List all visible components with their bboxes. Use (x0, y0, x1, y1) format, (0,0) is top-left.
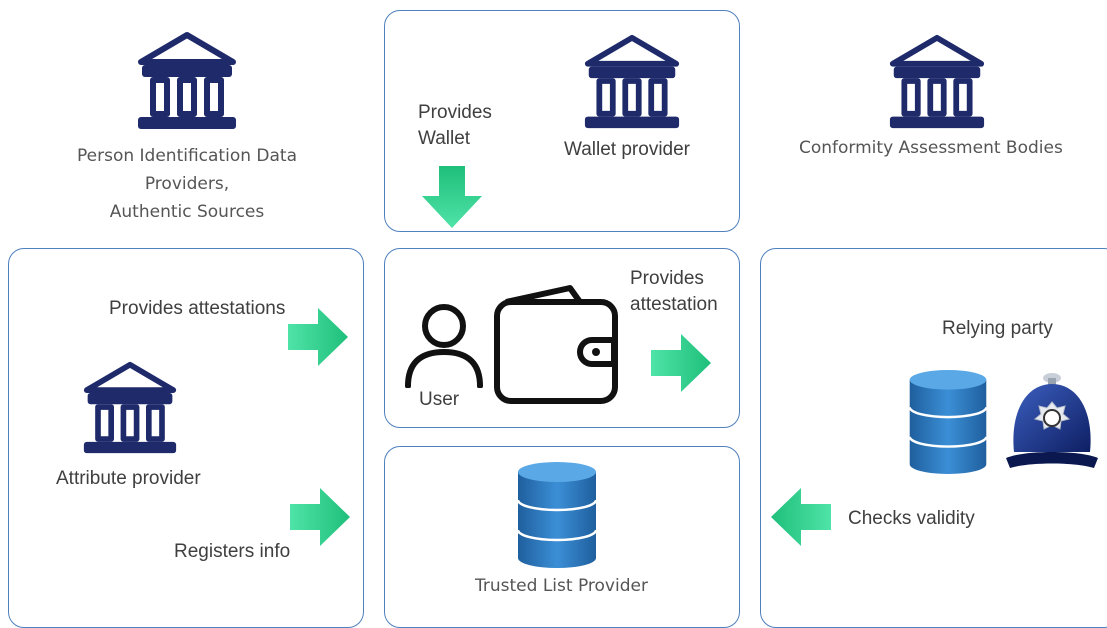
arrow-right-icon (651, 334, 711, 392)
registers-info-label: Registers info (174, 541, 291, 562)
police-helmet-icon (1006, 373, 1098, 468)
provides-wallet-line-2: Wallet (418, 128, 471, 149)
pid-line-3: Authentic Sources (109, 202, 265, 222)
pid-line-2: Providers, (144, 174, 230, 194)
institution-icon (584, 34, 680, 129)
arrow-down-icon (422, 166, 482, 228)
attribute-provider-box (8, 248, 364, 628)
checks-validity-label: Checks validity (848, 508, 975, 529)
arrow-right-icon (290, 488, 350, 546)
wallet-provider-label: Wallet provider (564, 139, 691, 160)
provides-wallet-label: Provides Wallet (418, 100, 492, 152)
provides-attestation-line-2: attestation (630, 294, 718, 315)
provides-attestation-line-1: Provides (630, 268, 704, 289)
trusted-list-label: Trusted List Provider (475, 576, 648, 596)
database-icon (908, 369, 988, 475)
wallet-icon (494, 285, 618, 404)
pid-providers-label: Person Identification Data Providers, Au… (40, 142, 334, 226)
provides-attestations-label: Provides attestations (109, 298, 286, 319)
institution-icon (138, 32, 236, 129)
provides-wallet-line-1: Provides (418, 102, 492, 123)
provides-attestation-label: Provides attestation (630, 266, 718, 318)
institution-icon (889, 34, 985, 129)
institution-icon (83, 361, 177, 454)
user-icon (405, 304, 483, 388)
relying-party-label: Relying party (942, 318, 1053, 339)
database-icon (516, 462, 598, 568)
attribute-provider-label: Attribute provider (56, 468, 201, 489)
arrow-left-icon (771, 488, 831, 546)
conformity-label: Conformity Assessment Bodies (799, 138, 1063, 158)
user-wallet-box (384, 248, 740, 428)
pid-line-1: Person Identification Data (77, 146, 297, 166)
user-label: User (419, 389, 460, 410)
arrow-right-icon (288, 308, 348, 366)
